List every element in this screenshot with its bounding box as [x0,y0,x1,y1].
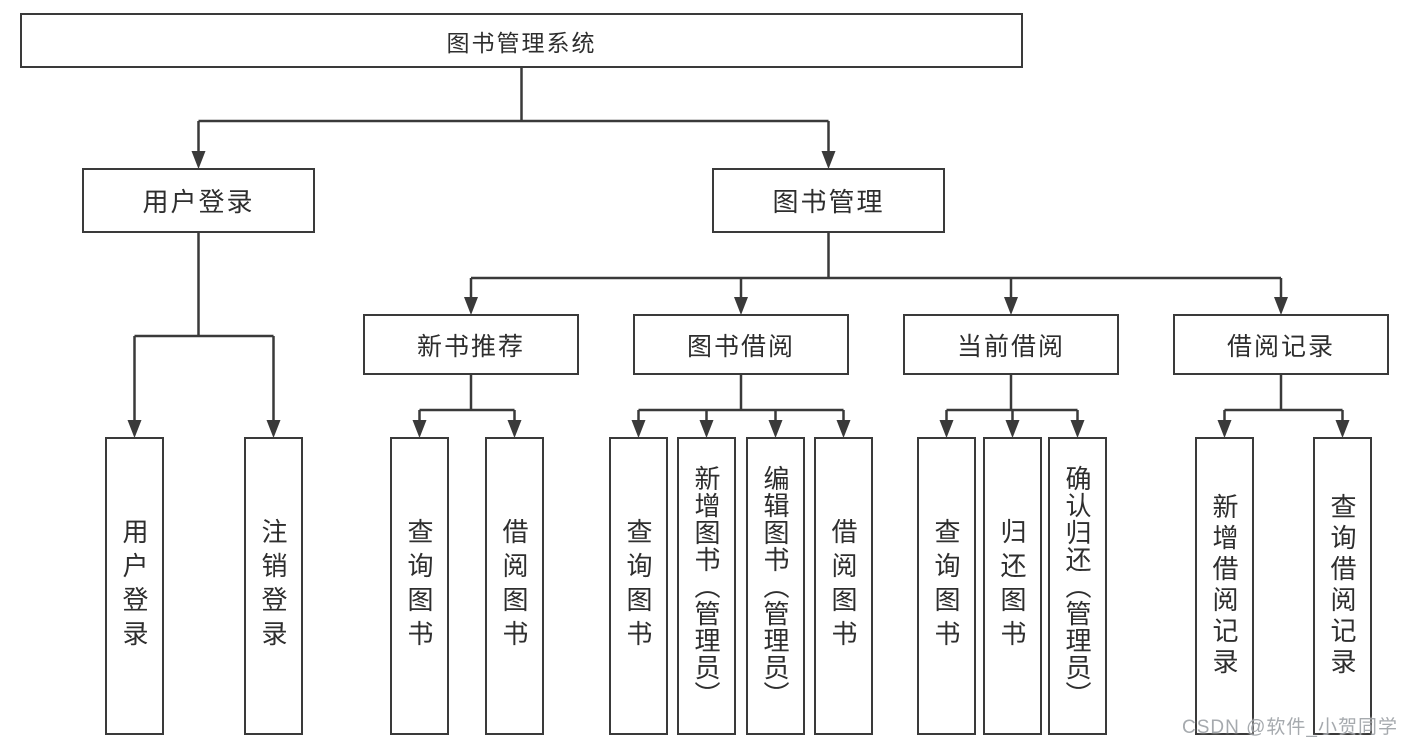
connector-book-management-to-sections [464,233,1288,315]
leaf-add-borrow-record: 新增借阅记录 [1195,437,1254,735]
connector-current-borrowing-to-leaves [939,375,1085,438]
connector-borrowing-records-to-leaves [1217,375,1350,438]
branch-label: 图书管理 [772,187,885,217]
arrow-down-icon [631,420,646,438]
leaf-label: 新增借阅记录 [1209,493,1239,679]
leaf-user-login: 用户登录 [105,437,164,735]
arrow-down-icon [464,297,478,315]
section-book-borrowing: 图书借阅 [633,314,849,375]
leaf-borrow-books: 借阅图书 [814,437,873,735]
arrow-down-icon [821,151,836,169]
leaf-query-books: 查询图书 [390,437,449,735]
leaf-logout: 注销登录 [244,437,303,735]
arrow-down-icon [1070,420,1085,438]
branch-book-management: 图书管理 [712,168,945,233]
leaf-label: 查询图书 [404,518,434,654]
section-label: 当前借阅 [956,332,1065,361]
leaf-query-borrow-record: 查询借阅记录 [1313,437,1372,735]
arrow-down-icon [1274,297,1288,315]
section-current-borrowing: 当前借阅 [903,314,1119,375]
leaf-edit-books-admin: 编辑图书（管理员） [746,437,805,735]
arrow-down-icon [127,420,142,438]
arrow-down-icon [734,297,748,315]
leaf-label: 借阅图书 [499,518,529,654]
leaf-return-books: 归还图书 [983,437,1042,735]
arrow-down-icon [412,420,427,438]
branch-user-login: 用户登录 [82,168,315,233]
leaf-label: 编辑图书（管理员） [760,464,790,708]
arrow-down-icon [507,420,522,438]
connector-root-to-branches [191,68,836,169]
arrow-down-icon [1335,420,1350,438]
arrow-down-icon [1005,420,1020,438]
section-new-book-recommend: 新书推荐 [363,314,579,375]
arrow-down-icon [266,420,281,438]
leaf-label: 确认归还（管理员） [1062,464,1092,708]
leaf-label: 注销登录 [258,518,288,654]
arrow-down-icon [939,420,954,438]
section-borrowing-records: 借阅记录 [1173,314,1389,375]
leaf-label: 查询借阅记录 [1327,493,1357,679]
leaf-label: 新增图书（管理员） [691,464,721,708]
arrow-down-icon [699,420,714,438]
leaf-label: 查询图书 [623,518,653,654]
branch-label: 用户登录 [142,187,255,217]
root-node-library-system: 图书管理系统 [20,13,1023,68]
section-label: 图书借阅 [686,332,795,361]
leaf-confirm-return-admin: 确认归还（管理员） [1048,437,1107,735]
arrow-down-icon [836,420,851,438]
leaf-add-books-admin: 新增图书（管理员） [677,437,736,735]
section-label: 借阅记录 [1226,332,1335,361]
root-node-label: 图书管理系统 [446,29,597,56]
connector-user-login-to-leaves [127,233,281,438]
section-label: 新书推荐 [416,332,525,361]
leaf-query-books: 查询图书 [609,437,668,735]
arrow-down-icon [191,151,206,169]
csdn-watermark: CSDN @软件_小贺同学 [1182,717,1398,738]
leaf-label: 查询图书 [931,518,961,654]
arrow-down-icon [1004,297,1018,315]
leaf-borrow-books: 借阅图书 [485,437,544,735]
leaf-query-books: 查询图书 [917,437,976,735]
leaf-label: 归还图书 [997,518,1027,654]
arrow-down-icon [768,420,783,438]
connector-new-book-recommend-to-leaves [412,375,522,438]
connector-book-borrowing-to-leaves [631,375,851,438]
leaf-label: 借阅图书 [828,518,858,654]
arrow-down-icon [1217,420,1232,438]
leaf-label: 用户登录 [119,518,149,654]
